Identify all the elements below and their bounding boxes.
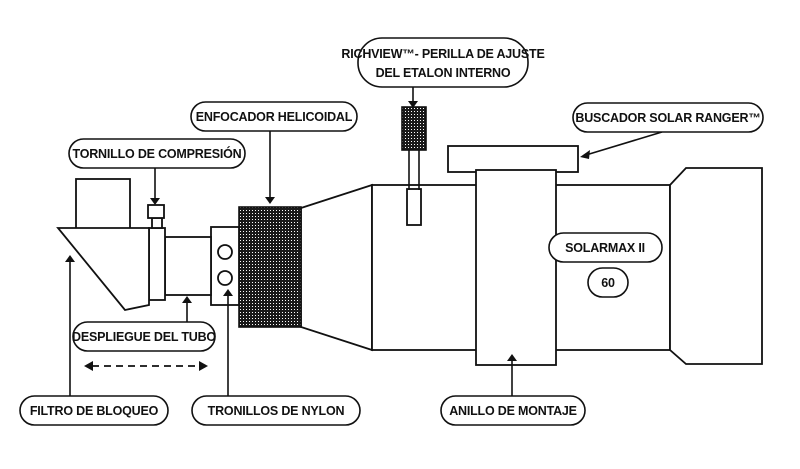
label-buscador: BUSCADOR SOLAR RANGER™ bbox=[572, 102, 764, 133]
svg-text:DESPLIEGUE DEL TUBO: DESPLIEGUE DEL TUBO bbox=[72, 330, 216, 344]
telescope-body bbox=[56, 106, 763, 366]
dew-shield bbox=[669, 167, 763, 365]
svg-text:FILTRO DE BLOQUEO: FILTRO DE BLOQUEO bbox=[30, 404, 159, 418]
diagonal-collar bbox=[148, 227, 166, 301]
label-solarmax: SOLARMAX II bbox=[548, 232, 663, 263]
svg-text:SOLARMAX II: SOLARMAX II bbox=[565, 241, 645, 255]
svg-text:60: 60 bbox=[601, 276, 615, 290]
label-aperture: 60 bbox=[587, 267, 629, 298]
blocking-filter-diagonal bbox=[56, 227, 150, 311]
helical-focuser bbox=[238, 206, 302, 328]
tube-cone bbox=[300, 183, 373, 352]
eyepiece-barrel bbox=[75, 178, 131, 230]
label-tornillo: TORNILLO DE COMPRESIÓN bbox=[68, 138, 246, 169]
svg-text:DEL ETALON INTERNO: DEL ETALON INTERNO bbox=[376, 66, 511, 80]
svg-text:ANILLO DE MONTAJE: ANILLO DE MONTAJE bbox=[449, 404, 577, 418]
label-filtro: FILTRO DE BLOQUEO bbox=[19, 395, 169, 426]
svg-text:RICHVIEW™- PERILLA DE AJUSTE: RICHVIEW™- PERILLA DE AJUSTE bbox=[341, 47, 544, 61]
svg-text:TRONILLOS DE NYLON: TRONILLOS DE NYLON bbox=[208, 404, 345, 418]
nylon-screw-block bbox=[210, 226, 240, 306]
richview-knob bbox=[401, 106, 427, 226]
label-anillo: ANILLO DE MONTAJE bbox=[440, 395, 586, 426]
svg-text:ENFOCADOR HELICOIDAL: ENFOCADOR HELICOIDAL bbox=[196, 110, 353, 124]
mounting-ring bbox=[475, 169, 557, 366]
compression-screw bbox=[151, 217, 163, 229]
svg-text:TORNILLO DE COMPRESIÓN: TORNILLO DE COMPRESIÓN bbox=[73, 146, 242, 161]
label-enfocador: ENFOCADOR HELICOIDAL bbox=[190, 101, 358, 132]
drawtube bbox=[164, 236, 212, 296]
label-despliegue: DESPLIEGUE DEL TUBO bbox=[72, 321, 217, 352]
leader-lines bbox=[65, 87, 663, 396]
label-richview: RICHVIEW™- PERILLA DE AJUSTE DEL ETALON … bbox=[341, 37, 545, 88]
solar-finder bbox=[447, 145, 579, 173]
compression-screw-head bbox=[147, 204, 165, 219]
label-tronillos: TRONILLOS DE NYLON bbox=[191, 395, 361, 426]
svg-text:BUSCADOR SOLAR RANGER™: BUSCADOR SOLAR RANGER™ bbox=[575, 111, 760, 125]
